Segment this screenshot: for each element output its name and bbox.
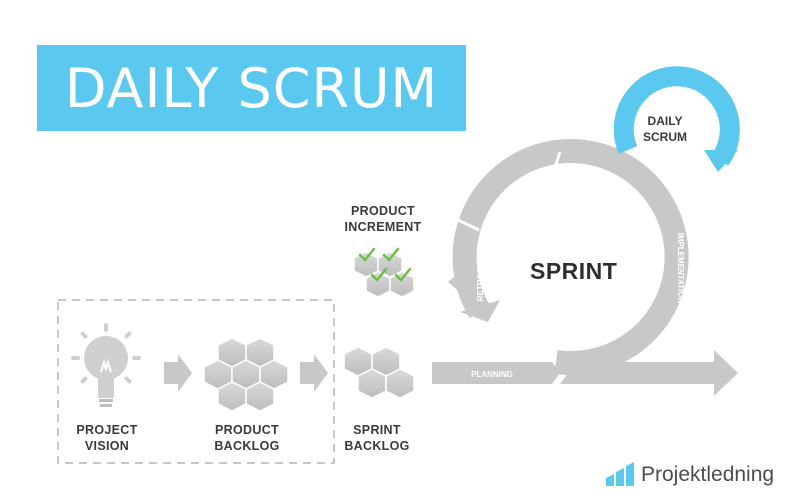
arrow-left-icon <box>448 270 472 294</box>
sprint-backlog-label: SPRINT BACKLOG <box>344 423 410 453</box>
arrow-right-icon <box>164 354 192 392</box>
daily-scrum-arrowhead <box>704 150 738 172</box>
implementation-label: IMPLEMENTATION <box>676 233 685 304</box>
arrow-right-icon <box>300 354 328 392</box>
planning-label: PLANNING <box>471 370 513 379</box>
page-title: DAILY SCRUM <box>64 56 439 120</box>
sprint-label: SPRINT <box>530 258 618 284</box>
sprint-cycle-ring <box>452 139 689 375</box>
logo-text: Projektledning <box>641 463 775 486</box>
projektledning-logo-icon <box>606 462 634 486</box>
check-icon <box>394 267 412 282</box>
product-backlog-cubes-icon <box>203 337 289 412</box>
light-bulb-icon <box>71 323 141 407</box>
projektledning-logo[interactable]: Projektledning <box>605 460 774 490</box>
daily-scrum-label: DAILY SCRUM <box>643 114 687 144</box>
daily-scrum-loop <box>613 66 740 166</box>
product-increment-cubes-icon <box>353 247 415 298</box>
backlog-dashed-frame <box>57 299 335 464</box>
retrospect-label: RETROSPECT <box>476 247 485 302</box>
planning-arrow <box>432 362 560 384</box>
check-icon <box>382 247 400 262</box>
check-icon <box>358 247 376 262</box>
cycle-arrowhead <box>460 300 500 322</box>
product-increment-label: PRODUCT INCREMENT <box>344 204 422 234</box>
title-banner: DAILY SCRUM <box>37 45 466 131</box>
exit-arrow <box>560 350 738 396</box>
project-vision-label: PROJECT VISION <box>76 423 138 453</box>
sprint-backlog-cubes-icon <box>343 346 415 399</box>
product-backlog-label: PRODUCT BACKLOG <box>214 423 280 453</box>
check-icon <box>370 267 388 282</box>
